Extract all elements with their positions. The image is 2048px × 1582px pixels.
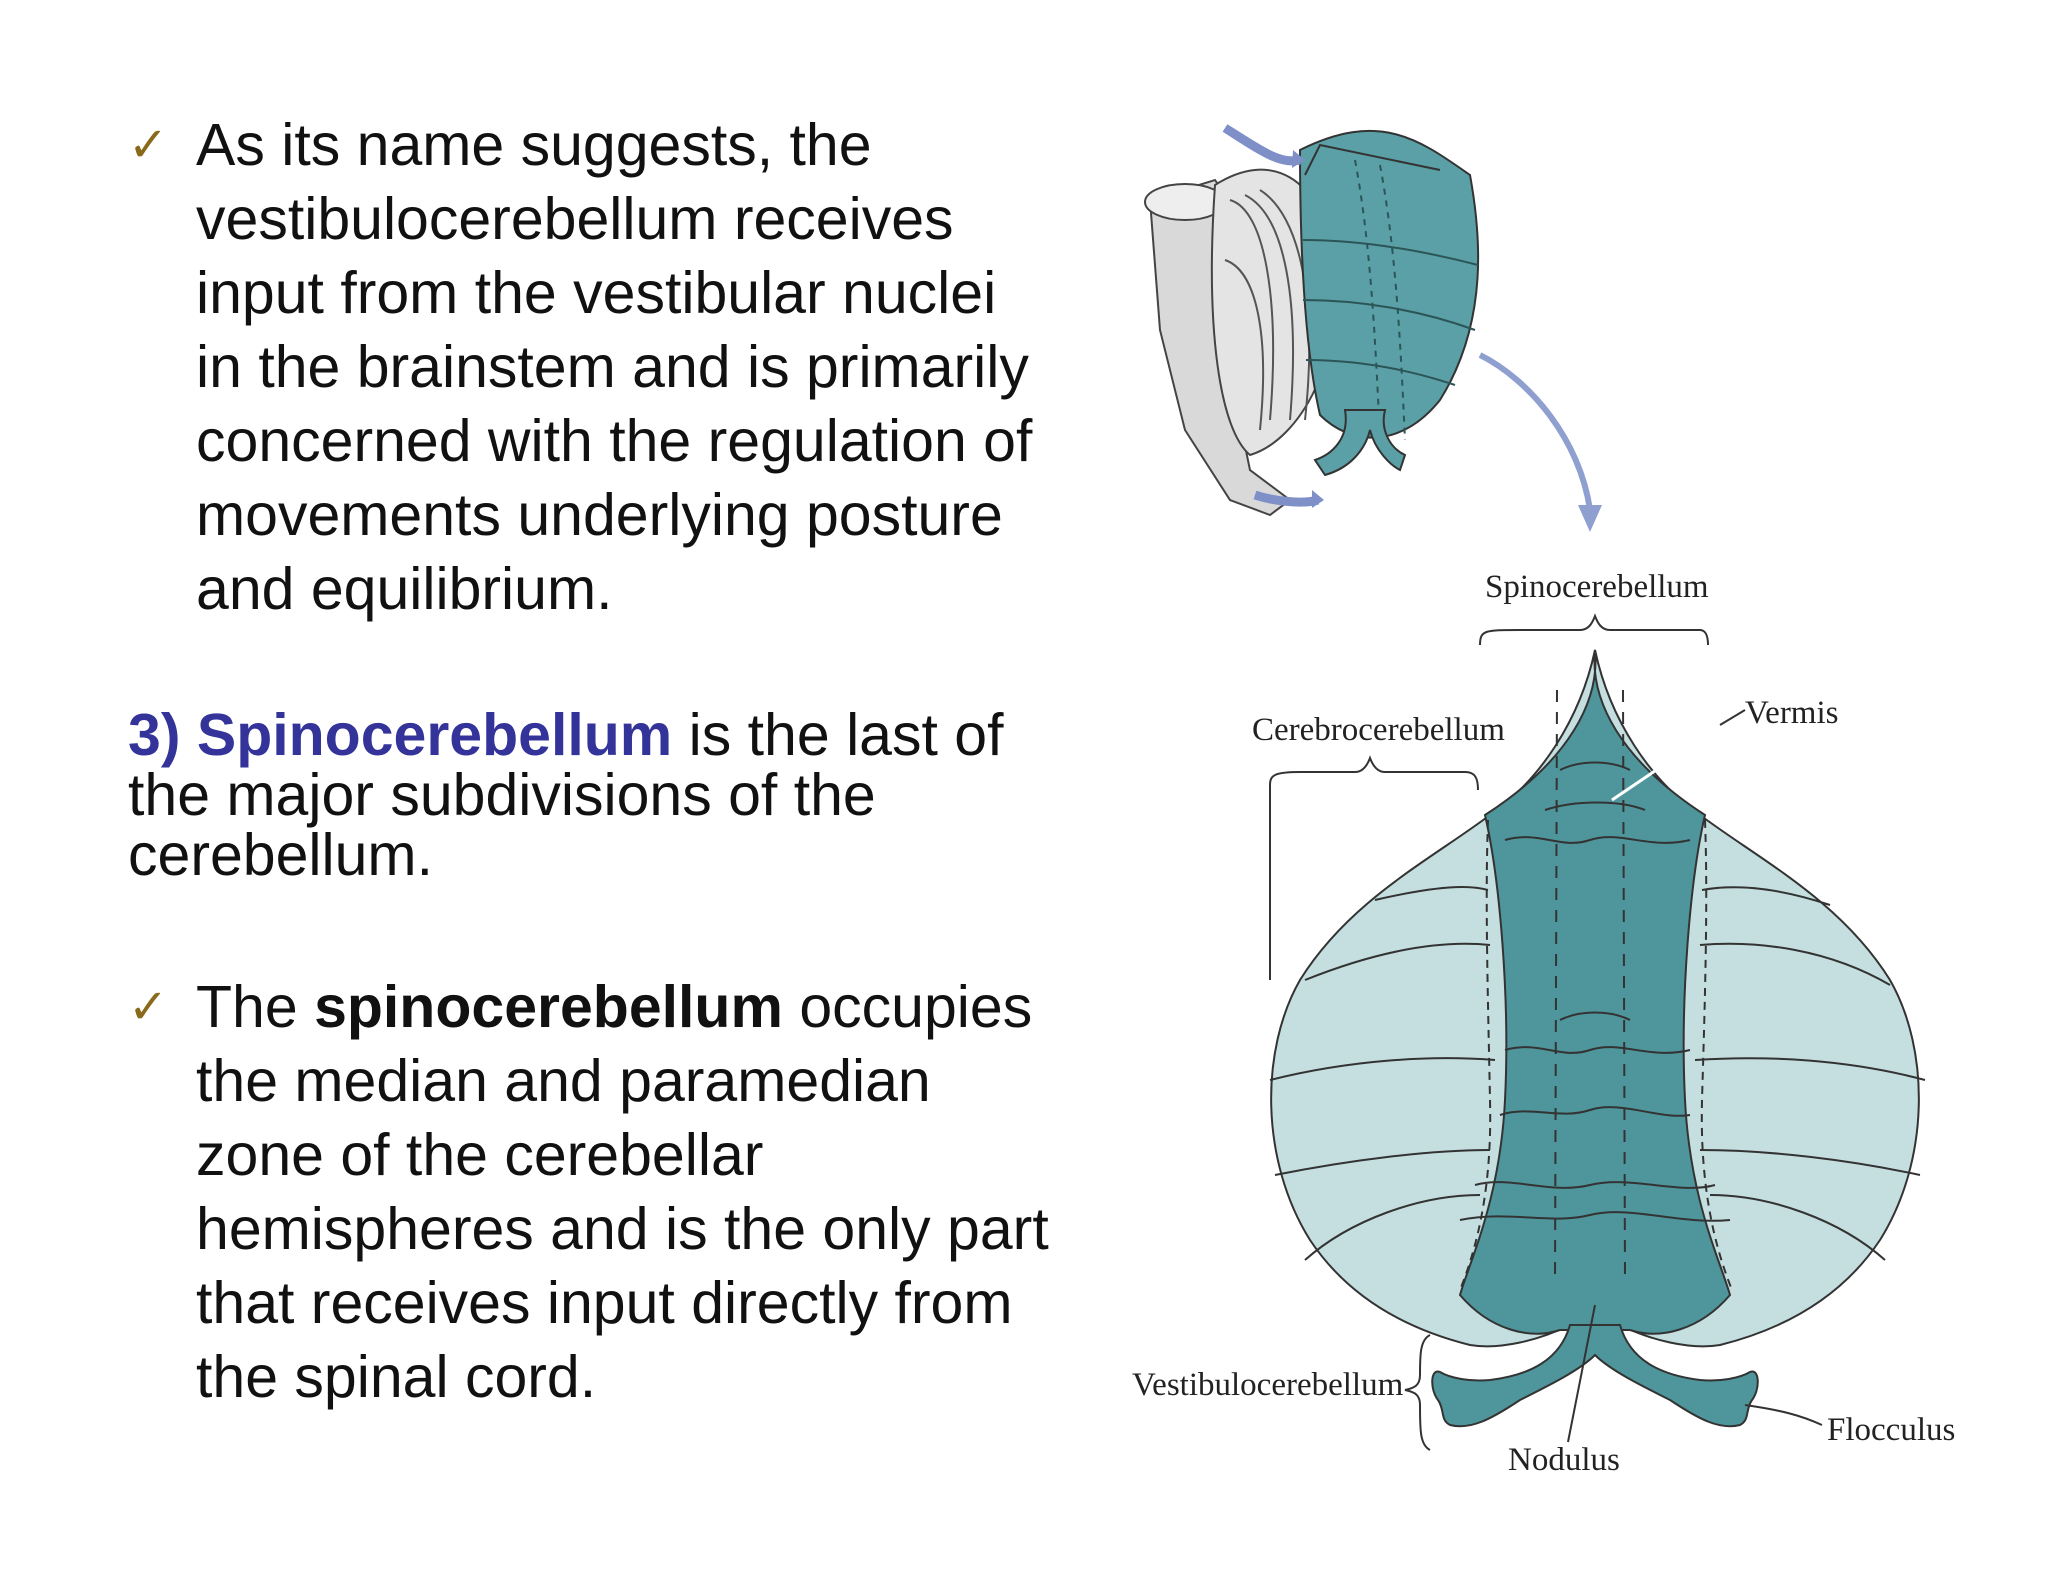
bullet-line: vestibulocerebellum receives [196, 186, 954, 252]
label-nodulus: Nodulus [1508, 1442, 1620, 1478]
bullet-line: zone of the cerebellar [196, 1122, 764, 1188]
cerebellum-diagram: Spinocerebellum Cerebrocerebellum Vermis… [1100, 120, 2000, 1520]
label-cerebrocerebellum: Cerebrocerebellum [1252, 712, 1505, 748]
label-vestibulocerebellum: Vestibulocerebellum [1132, 1367, 1404, 1403]
arrow-icon [1478, 352, 1602, 532]
bullet-text-pre: The [196, 974, 315, 1040]
diagram-labels: Spinocerebellum Cerebrocerebellum Vermis… [1132, 569, 1955, 1478]
bullet-line: concerned with the regulation of [196, 408, 1033, 474]
label-vermis: Vermis [1745, 695, 1839, 731]
bullet-text: The spinocerebellum occupies the median … [196, 970, 1128, 1414]
section-text-line: the major subdivisions of the [128, 762, 876, 828]
bullet-spinocerebellum: ✓ The spinocerebellum occupies the media… [128, 970, 1128, 1414]
brainstem-illustration [1144, 124, 1480, 517]
bullet-line: hemispheres and is the only part [196, 1196, 1049, 1262]
cerebellum-main [1269, 649, 1926, 1428]
bullet-text-post: occupies [782, 974, 1033, 1040]
bullet-text-bold: spinocerebellum [314, 974, 783, 1040]
section-heading: 3) Spinocerebellum is the last of the ma… [128, 705, 1128, 885]
bullet-line: that receives input directly from [196, 1270, 1013, 1336]
bullet-line: the spinal cord. [196, 1344, 597, 1410]
label-spinocerebellum: Spinocerebellum [1485, 569, 1709, 605]
bullet-line: As its name suggests, the [196, 112, 872, 178]
section-text: is the last of [672, 702, 1004, 768]
cerebellum-svg: Spinocerebellum Cerebrocerebellum Vermis… [1132, 124, 1955, 1478]
text-column: ✓ As its name suggests, the vestibulocer… [128, 112, 1049, 1410]
checkmark-icon: ✓ [128, 979, 169, 1035]
section-title: 3) Spinocerebellum [128, 702, 673, 768]
label-flocculus: Flocculus [1827, 1412, 1955, 1448]
bullet-line: and equilibrium. [196, 556, 613, 622]
bullet-text: As its name suggests, the vestibulocereb… [196, 108, 1128, 626]
bullet-vestibulocerebellum: ✓ As its name suggests, the vestibulocer… [128, 108, 1128, 626]
bullet-line: movements underlying posture [196, 482, 1003, 548]
bullet-line: the median and paramedian [196, 1048, 931, 1114]
bullet-line: input from the vestibular nuclei [196, 260, 997, 326]
checkmark-icon: ✓ [128, 117, 169, 173]
section-text-line: cerebellum. [128, 822, 433, 888]
bullet-line: in the brainstem and is primarily [196, 334, 1029, 400]
